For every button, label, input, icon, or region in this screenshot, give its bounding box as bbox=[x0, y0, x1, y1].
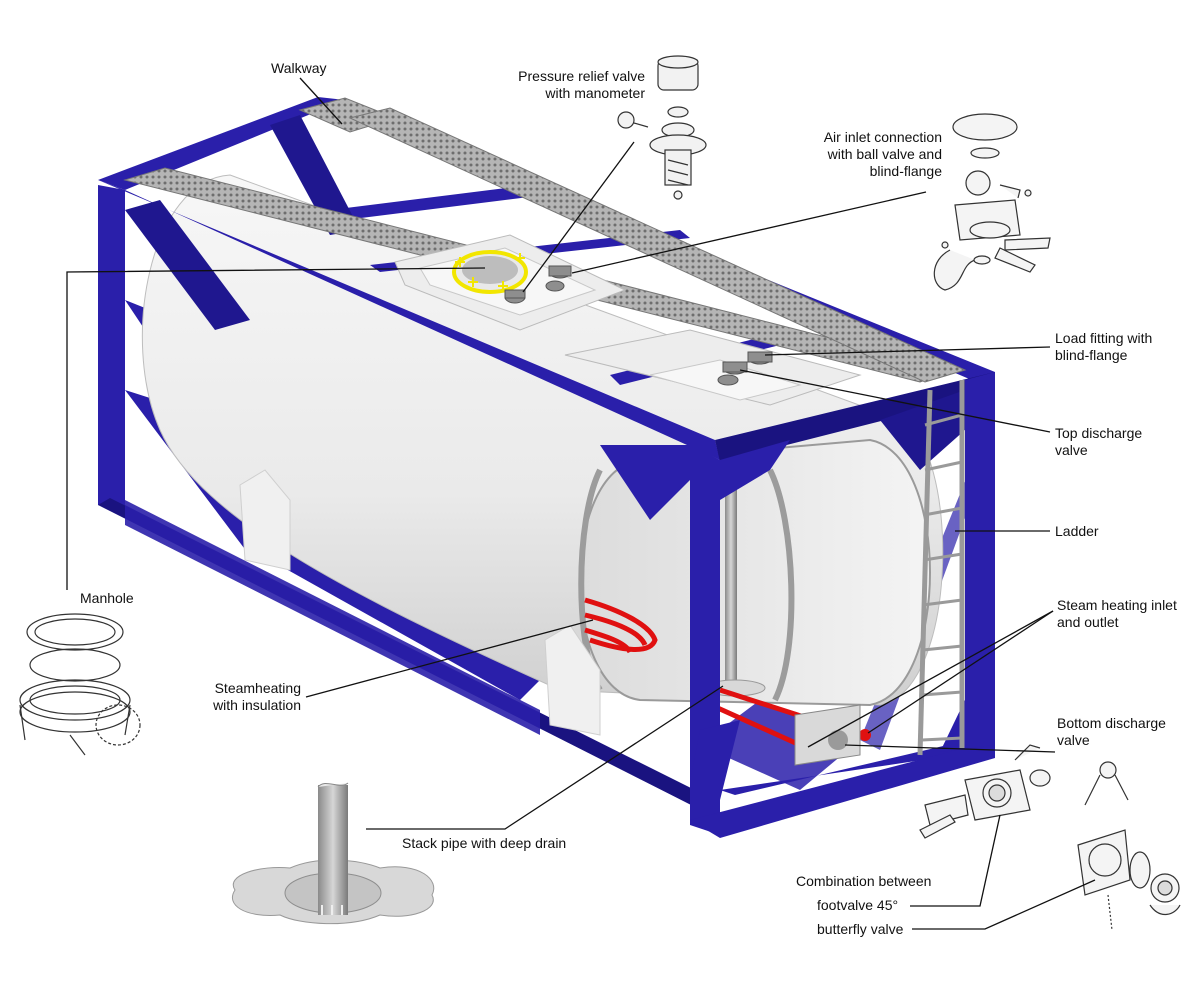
label-pressure-relief-line-1: Pressure relief valve bbox=[518, 68, 645, 84]
label-footvalve: footvalve 45° bbox=[817, 897, 899, 913]
bottom-discharge-detail bbox=[919, 744, 1181, 931]
label-ladder: Ladder bbox=[1055, 523, 1099, 539]
label-butterfly-valve: butterfly valve bbox=[817, 921, 904, 937]
label-air-inlet-line-1: Air inlet connection bbox=[823, 129, 942, 145]
label-steam-inlet-line-1: Steam heating inlet bbox=[1057, 597, 1177, 613]
label-pressure-relief-line-2: with manometer bbox=[545, 85, 645, 101]
steam-inlet-fitting bbox=[859, 729, 871, 741]
label-steam-inlet-line-2: and outlet bbox=[1057, 614, 1119, 630]
label-air-inlet-line-3: blind-flange bbox=[869, 163, 942, 179]
label-air-inlet: Air inlet connection with ball valve and… bbox=[790, 129, 942, 180]
label-air-inlet-line-2: with ball valve and bbox=[827, 146, 942, 162]
ladder bbox=[917, 380, 965, 756]
tank-shell bbox=[141, 174, 944, 707]
air-inlet-detail bbox=[933, 113, 1051, 291]
label-bottom-discharge: Bottom discharge valve bbox=[1057, 715, 1166, 749]
label-load-fitting: Load fitting with blind-flange bbox=[1055, 330, 1152, 364]
label-steamheating-line-2: with insulation bbox=[213, 697, 301, 713]
label-stack-pipe: Stack pipe with deep drain bbox=[402, 835, 567, 851]
label-bottom-discharge-line-2: valve bbox=[1057, 732, 1090, 748]
bottom-valve-plate bbox=[794, 704, 861, 766]
label-bottom-discharge-line-1: Bottom discharge bbox=[1057, 715, 1166, 731]
label-steamheating-line-1: Steamheating bbox=[214, 680, 301, 696]
pressure-relief-valve-detail bbox=[617, 55, 707, 200]
label-load-fitting-line-2: blind-flange bbox=[1055, 347, 1128, 363]
tank-saddles bbox=[239, 469, 601, 736]
label-top-discharge: Top discharge valve bbox=[1055, 425, 1142, 459]
label-load-fitting-line-1: Load fitting with bbox=[1055, 330, 1153, 346]
label-manhole: Manhole bbox=[80, 590, 134, 606]
label-pressure-relief-valve: Pressure relief valve with manometer bbox=[495, 68, 645, 102]
label-steamheating: Steamheating with insulation bbox=[180, 680, 301, 714]
label-walkway: Walkway bbox=[271, 60, 327, 76]
label-top-discharge-line-1: Top discharge bbox=[1055, 425, 1143, 441]
label-steam-heating-inlet: Steam heating inlet and outlet bbox=[1057, 597, 1177, 631]
leader-lines bbox=[66, 77, 1096, 930]
manhole-detail bbox=[19, 613, 141, 756]
stack-pipe-detail bbox=[232, 782, 435, 925]
label-top-discharge-line-2: valve bbox=[1055, 442, 1088, 458]
manhole-cover bbox=[452, 250, 528, 294]
label-combination: Combination between bbox=[796, 873, 932, 889]
